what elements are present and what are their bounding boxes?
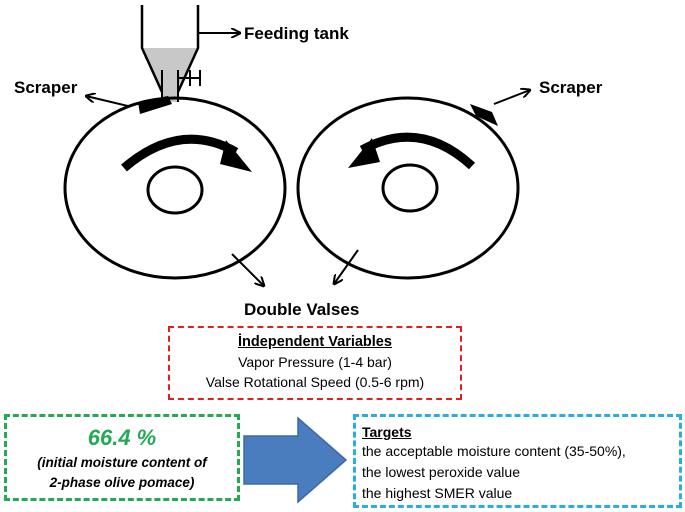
targets-title: Targets bbox=[362, 424, 412, 440]
scraper-label-right: Scraper bbox=[539, 78, 603, 97]
double-valses-pointer-left bbox=[231, 253, 264, 286]
right-scraper-blade bbox=[470, 104, 498, 126]
target-item: the acceptable moisture content (35-50%)… bbox=[362, 443, 626, 459]
initial-moisture-note: (initial moisture content of 2-phase oli… bbox=[7, 453, 237, 493]
independent-variables-box: İndependent Variables Vapor Pressure (1-… bbox=[168, 326, 462, 400]
independent-variable-item: Valse Rotational Speed (0.5-6 rpm) bbox=[205, 374, 425, 390]
right-rotation-arrow bbox=[359, 132, 476, 170]
scraper-label-left: Scraper bbox=[14, 78, 78, 97]
initial-moisture-value: 66.4 % bbox=[87, 425, 157, 450]
left-rotation-arrow bbox=[121, 134, 239, 172]
left-scraper-blade bbox=[138, 96, 172, 114]
feeding-tank bbox=[140, 5, 201, 102]
feeding-tank-label: Feeding tank bbox=[244, 24, 349, 43]
initial-moisture-note-line2: 2-phase olive pomace) bbox=[49, 475, 195, 490]
right-drum bbox=[296, 96, 520, 280]
initial-moisture-box: 66.4 % (initial moisture content of 2-ph… bbox=[4, 414, 240, 501]
left-drum bbox=[63, 96, 287, 280]
right-scraper-pointer bbox=[493, 90, 530, 105]
target-item: the lowest peroxide value bbox=[362, 464, 520, 480]
target-item: the highest SMER value bbox=[362, 485, 513, 501]
flow-arrow bbox=[243, 416, 348, 504]
independent-variables-title: İndependent Variables bbox=[238, 334, 392, 350]
double-valses-pointer-right bbox=[334, 249, 359, 284]
initial-moisture-note-line1: (initial moisture content of bbox=[37, 455, 207, 470]
double-valses-label: Double Valses bbox=[244, 300, 360, 319]
independent-variable-item: Vapor Pressure (1-4 bar) bbox=[238, 354, 392, 370]
targets-box: Targets the acceptable moisture content … bbox=[353, 414, 682, 508]
left-scraper-pointer bbox=[86, 96, 129, 107]
